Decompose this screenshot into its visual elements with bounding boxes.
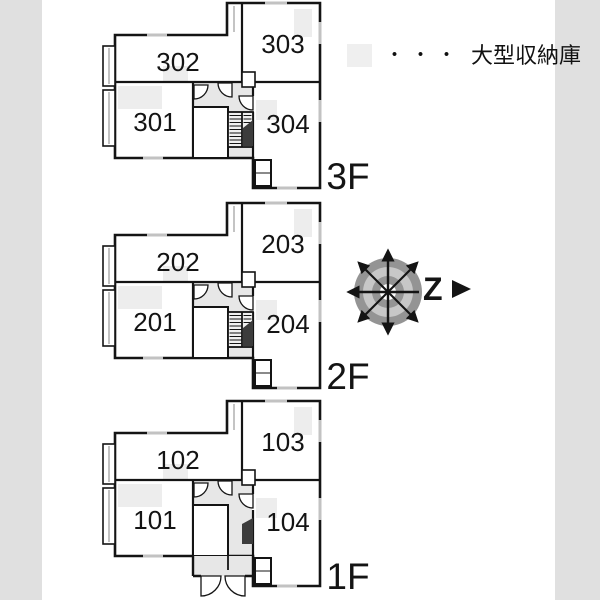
room-label-303: 303 [261, 29, 304, 59]
floorplan-3f: 302 303 301 304 3F [101, 1, 370, 197]
floorplan-1f: 102 103 101 104 1F [101, 399, 370, 598]
room-label-101: 101 [133, 505, 176, 535]
room-label-201: 201 [133, 307, 176, 337]
floor-label-2f: 2F [326, 356, 369, 397]
room-label-104: 104 [266, 507, 309, 537]
room-label-304: 304 [266, 109, 309, 139]
legend-dots: ・・・ [385, 45, 464, 66]
north-letter: Z [423, 271, 443, 307]
legend-label: 大型収納庫 [471, 43, 582, 68]
legend-storage-swatch [347, 44, 372, 67]
room-label-301: 301 [133, 107, 176, 137]
floor-label-1f: 1F [326, 556, 369, 597]
room-label-102: 102 [156, 445, 199, 475]
compass: Z [346, 248, 471, 336]
compass-rose-icon [346, 248, 422, 336]
room-label-103: 103 [261, 427, 304, 457]
legend: ・・・ 大型収納庫 [347, 44, 581, 67]
room-label-302: 302 [156, 47, 199, 77]
room-label-203: 203 [261, 229, 304, 259]
room-label-204: 204 [266, 309, 309, 339]
floorplan-2f: 202 203 201 204 2F [101, 201, 370, 397]
floor-label-3f: 3F [326, 156, 369, 197]
north-arrow-icon [452, 280, 471, 298]
room-label-202: 202 [156, 247, 199, 277]
